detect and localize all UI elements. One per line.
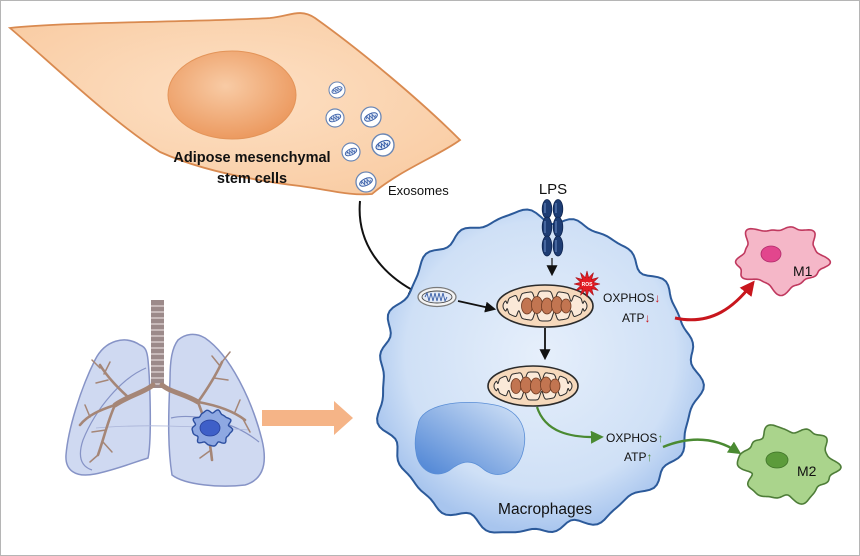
receptor-segment xyxy=(541,235,553,257)
exosome xyxy=(325,108,345,128)
exosomal-mito-inner xyxy=(421,290,453,304)
receptor-segment xyxy=(552,216,564,238)
left-lung-lobe-outline xyxy=(79,367,147,471)
mito2-cristae xyxy=(520,376,532,394)
lungs xyxy=(65,300,266,487)
lung-to-macrophage-arrow xyxy=(262,401,353,435)
m2-atp-text: ATP↑ xyxy=(624,450,652,464)
ros-label: ROS xyxy=(582,282,594,288)
exosome-uptake-arrow xyxy=(358,200,420,294)
lung-macrophage-nucleus xyxy=(199,419,221,437)
m1-atp-text: ATP↓ xyxy=(622,311,650,325)
bronchus-branch xyxy=(196,360,224,404)
mito2-cristae xyxy=(510,378,522,394)
mito1-cristae xyxy=(560,298,572,314)
receptor-segment xyxy=(552,235,564,257)
bronchiole-twigs-left xyxy=(84,359,113,463)
mito1-cristae xyxy=(541,297,553,315)
bronchus-branch xyxy=(196,400,247,422)
m1-macrophage: M1 xyxy=(734,226,832,297)
exosomal-mitochondrion xyxy=(417,286,457,308)
ros-burst-icon xyxy=(573,270,601,298)
trachea xyxy=(151,300,164,388)
stem-cell: Adipose mesenchymal stem cells xyxy=(7,12,462,196)
m1-atp-label: ATP xyxy=(622,311,644,325)
m2-cell-body xyxy=(736,424,842,505)
m1-nucleus xyxy=(760,245,782,263)
mito-transfer-arrow xyxy=(457,300,497,313)
mito-to-oxphos-arrow xyxy=(535,406,604,444)
bronchus-branch xyxy=(96,403,117,457)
lps-label: LPS xyxy=(539,181,567,198)
mito1-cristae xyxy=(531,296,543,314)
mitochondrion-damaged xyxy=(496,284,594,328)
m1-cell-body xyxy=(734,226,832,297)
right-main-bronchus xyxy=(159,382,201,405)
m1-oxphos-text: OXPHOS↓ xyxy=(603,291,660,305)
m2-nucleus xyxy=(765,451,789,469)
exosome xyxy=(371,133,395,157)
trachea-rings xyxy=(151,305,164,385)
exosome xyxy=(355,171,377,193)
mito2-cristae xyxy=(530,377,542,395)
receptor-segment xyxy=(541,199,553,219)
m2-polarization-arrow xyxy=(662,438,742,455)
m1-oxphos-down-arrow: ↓ xyxy=(654,291,660,305)
lps-receptor xyxy=(541,199,564,257)
stem-cell-label-line2: stem cells xyxy=(217,171,287,187)
bronchus-branch xyxy=(78,403,117,427)
left-main-bronchus xyxy=(112,382,156,408)
m2-oxphos-up-arrow: ↑ xyxy=(657,431,663,445)
exosome xyxy=(328,81,346,99)
bronchial-tree xyxy=(78,351,251,463)
m2-oxphos-label: OXPHOS xyxy=(606,431,657,445)
exosome xyxy=(341,142,361,162)
m1-label: M1 xyxy=(793,263,813,279)
mitochondrion-restored xyxy=(487,365,579,407)
m1-oxphos-label: OXPHOS xyxy=(603,291,654,305)
stem-cell-label-line1: Adipose mesenchymal xyxy=(173,150,330,166)
exosomal-mito-cristae xyxy=(424,291,448,303)
macrophages-label: Macrophages xyxy=(498,501,592,518)
receptor-highlight xyxy=(544,203,557,252)
bronchus-branch xyxy=(98,363,130,399)
m2-macrophage: M2 xyxy=(736,424,842,505)
m2-atp-up-arrow: ↑ xyxy=(646,450,652,464)
receptor-segment xyxy=(541,216,553,238)
m2-label: M2 xyxy=(797,463,817,479)
exosome xyxy=(360,106,382,128)
mito2-cristae xyxy=(549,378,561,394)
stem-cell-nucleus xyxy=(167,50,297,140)
m1-polarization-arrow xyxy=(674,280,755,322)
m2-oxphos-text: OXPHOS↑ xyxy=(606,431,663,445)
m2-atp-label: ATP xyxy=(624,450,646,464)
receptor-segment xyxy=(552,199,564,219)
mito1-cristae xyxy=(521,297,533,315)
exosomes-label: Exosomes xyxy=(388,183,449,198)
m1-atp-down-arrow: ↓ xyxy=(644,311,650,325)
macrophage-nucleus xyxy=(414,402,526,475)
